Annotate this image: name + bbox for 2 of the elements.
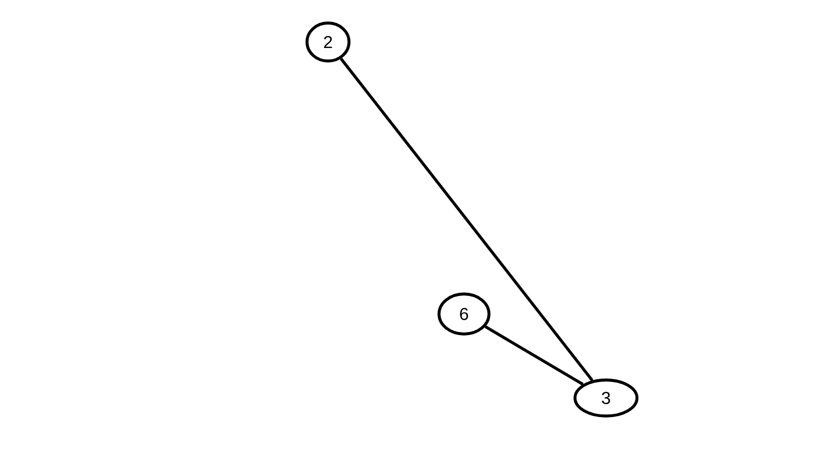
connector-line	[484, 325, 584, 386]
connector-line	[340, 58, 594, 382]
